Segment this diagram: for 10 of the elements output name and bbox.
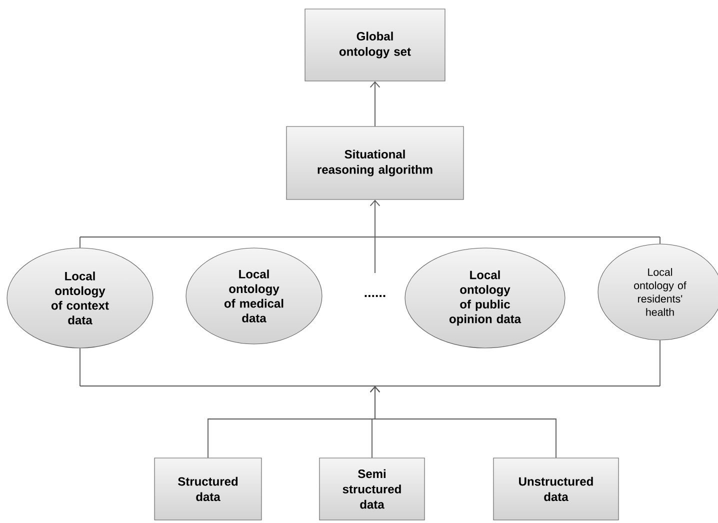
process-box: Global ontology set: [304, 8, 446, 82]
ellipsis-text: ......: [364, 295, 386, 297]
arrow: [370, 386, 556, 458]
arrow: [370, 81, 380, 127]
process-box: Unstructured data: [493, 458, 619, 520]
process-box: Structured data: [154, 458, 262, 520]
process-box: Situational reasoning algorithm: [286, 126, 464, 200]
bus-line: [80, 236, 660, 238]
process-box: Semi structured data: [319, 458, 425, 520]
arrow: [370, 200, 380, 238]
